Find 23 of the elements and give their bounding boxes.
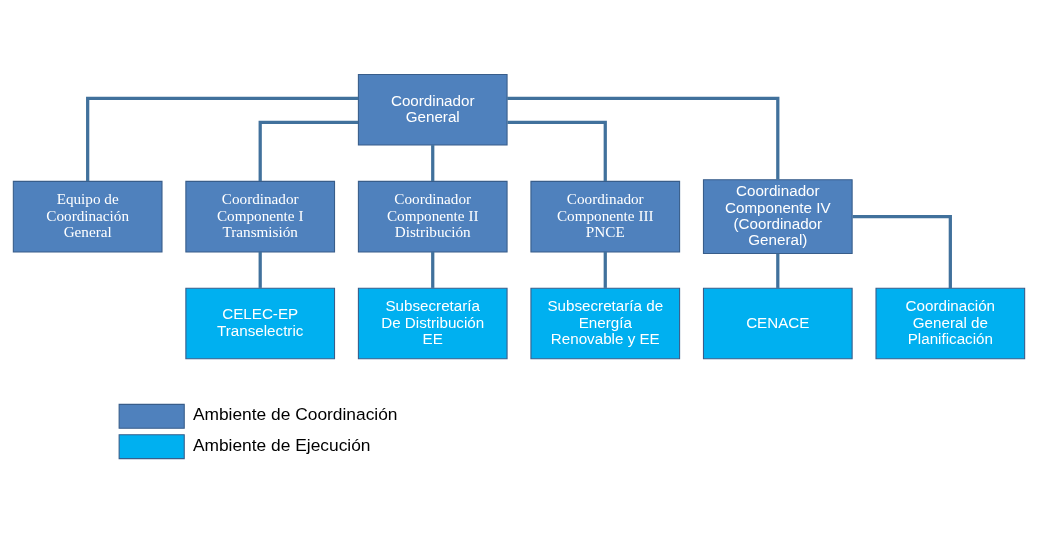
legend-label: Ambiente de Coordinación [192, 404, 398, 425]
node-box: Subsecretaría De Distribución EE [357, 287, 508, 360]
connector [430, 251, 434, 288]
node-box: Coordinador General [357, 73, 508, 146]
connector [506, 96, 779, 180]
connector [430, 145, 434, 182]
node-box: Coordinador Componente III PNCE [529, 180, 680, 253]
connector [775, 253, 779, 288]
node-box: Coordinador Componente II Distribución [357, 180, 508, 253]
connector [851, 215, 952, 289]
node-box: Coordinador Componente IV (Coordinador General) [702, 179, 853, 255]
node-box: Equipo de Coordinación General [12, 180, 163, 253]
connector [506, 120, 607, 181]
connector [258, 120, 358, 181]
connector [85, 96, 358, 182]
node-box: CELEC-EP Transelectric [184, 287, 335, 360]
legend-label: Ambiente de Ejecución [192, 434, 370, 455]
node-box: Subsecretaría de Energía Renovable y EE [529, 287, 680, 360]
node-box: Coordinación General de Planificación [874, 287, 1025, 360]
node-box: Coordinador Componente I Transmisión [184, 180, 335, 253]
node-box: CENACE [702, 287, 853, 360]
connector [258, 251, 262, 288]
connector [603, 251, 607, 288]
